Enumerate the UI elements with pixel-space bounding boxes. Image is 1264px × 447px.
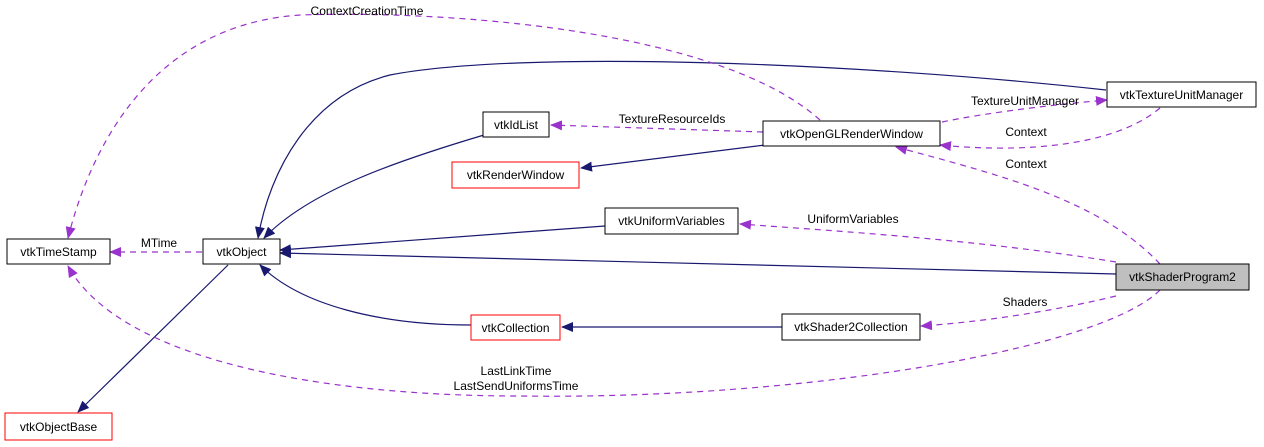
edge-uniform-variables [739,219,1117,263]
node-vtkidlist[interactable]: vtkIdList [482,111,550,138]
edge-texture-resource-ids [550,120,764,133]
edge-shaders [920,295,1117,331]
label-last-send-uniforms-time: LastSendUniformsTime [454,379,579,393]
svg-text:vtkShader2Collection: vtkShader2Collection [794,320,907,334]
svg-text:vtkTimeStamp: vtkTimeStamp [20,245,97,259]
edge-context-trm [939,107,1161,152]
label-context-prog: Context [1005,157,1047,171]
edge-collection-to-object [259,264,472,326]
label-texture-unit-manager: TextureUnitManager [971,94,1079,108]
svg-text:vtkObjectBase: vtkObjectBase [20,420,98,434]
svg-text:vtkShaderProgram2: vtkShaderProgram2 [1129,270,1236,284]
node-vtkshader2collection[interactable]: vtkShader2Collection [781,313,921,341]
edge-object-to-objectbase [77,264,229,413]
label-texture-resource-ids: TextureResourceIds [619,112,726,126]
node-vtktimestamp[interactable]: vtkTimeStamp [6,238,111,265]
label-mtime: MTime [141,236,178,250]
node-vtkrenderwindow[interactable]: vtkRenderWindow [451,161,580,189]
svg-text:vtkIdList: vtkIdList [494,118,539,132]
edge-context-creation-time [65,13,821,239]
node-vtktextureunitmanager[interactable]: vtkTextureUnitManager [1106,81,1257,108]
edge-context-prog [895,145,1161,265]
label-uniform-variables: UniformVariables [807,212,898,226]
edge-openglrenderwindow-to-renderwindow [580,144,766,172]
edge-textureunitmanager-to-object [254,60,1107,239]
label-context-creation-time: ContextCreationTime [311,4,424,18]
edge-last-link-time [67,265,1161,397]
node-vtkobject[interactable]: vtkObject [202,238,281,265]
label-shaders: Shaders [1003,295,1048,309]
edge-idlist-to-object [263,134,485,239]
svg-text:vtkObject: vtkObject [216,245,267,259]
node-vtkshaderprogram2[interactable]: vtkShaderProgram2 [1115,263,1250,291]
svg-text:vtkRenderWindow: vtkRenderWindow [467,168,565,182]
svg-text:vtkUniformVariables: vtkUniformVariables [618,214,724,228]
label-context-trm: Context [1005,125,1047,139]
label-last-link-time: LastLinkTime [481,364,552,378]
node-vtkopenglrenderwindow[interactable]: vtkOpenGLRenderWindow [762,120,941,147]
node-vtkobjectbase[interactable]: vtkObjectBase [4,412,113,441]
node-vtkuniformvariables[interactable]: vtkUniformVariables [604,207,739,235]
svg-text:vtkOpenGLRenderWindow: vtkOpenGLRenderWindow [780,127,923,141]
svg-text:vtkCollection: vtkCollection [481,321,549,335]
edge-uniformvariables-to-object [279,225,606,255]
node-vtkcollection[interactable]: vtkCollection [470,314,561,341]
edge-shaderprogram2-to-object [279,248,1117,275]
svg-text:vtkTextureUnitManager: vtkTextureUnitManager [1120,88,1243,102]
